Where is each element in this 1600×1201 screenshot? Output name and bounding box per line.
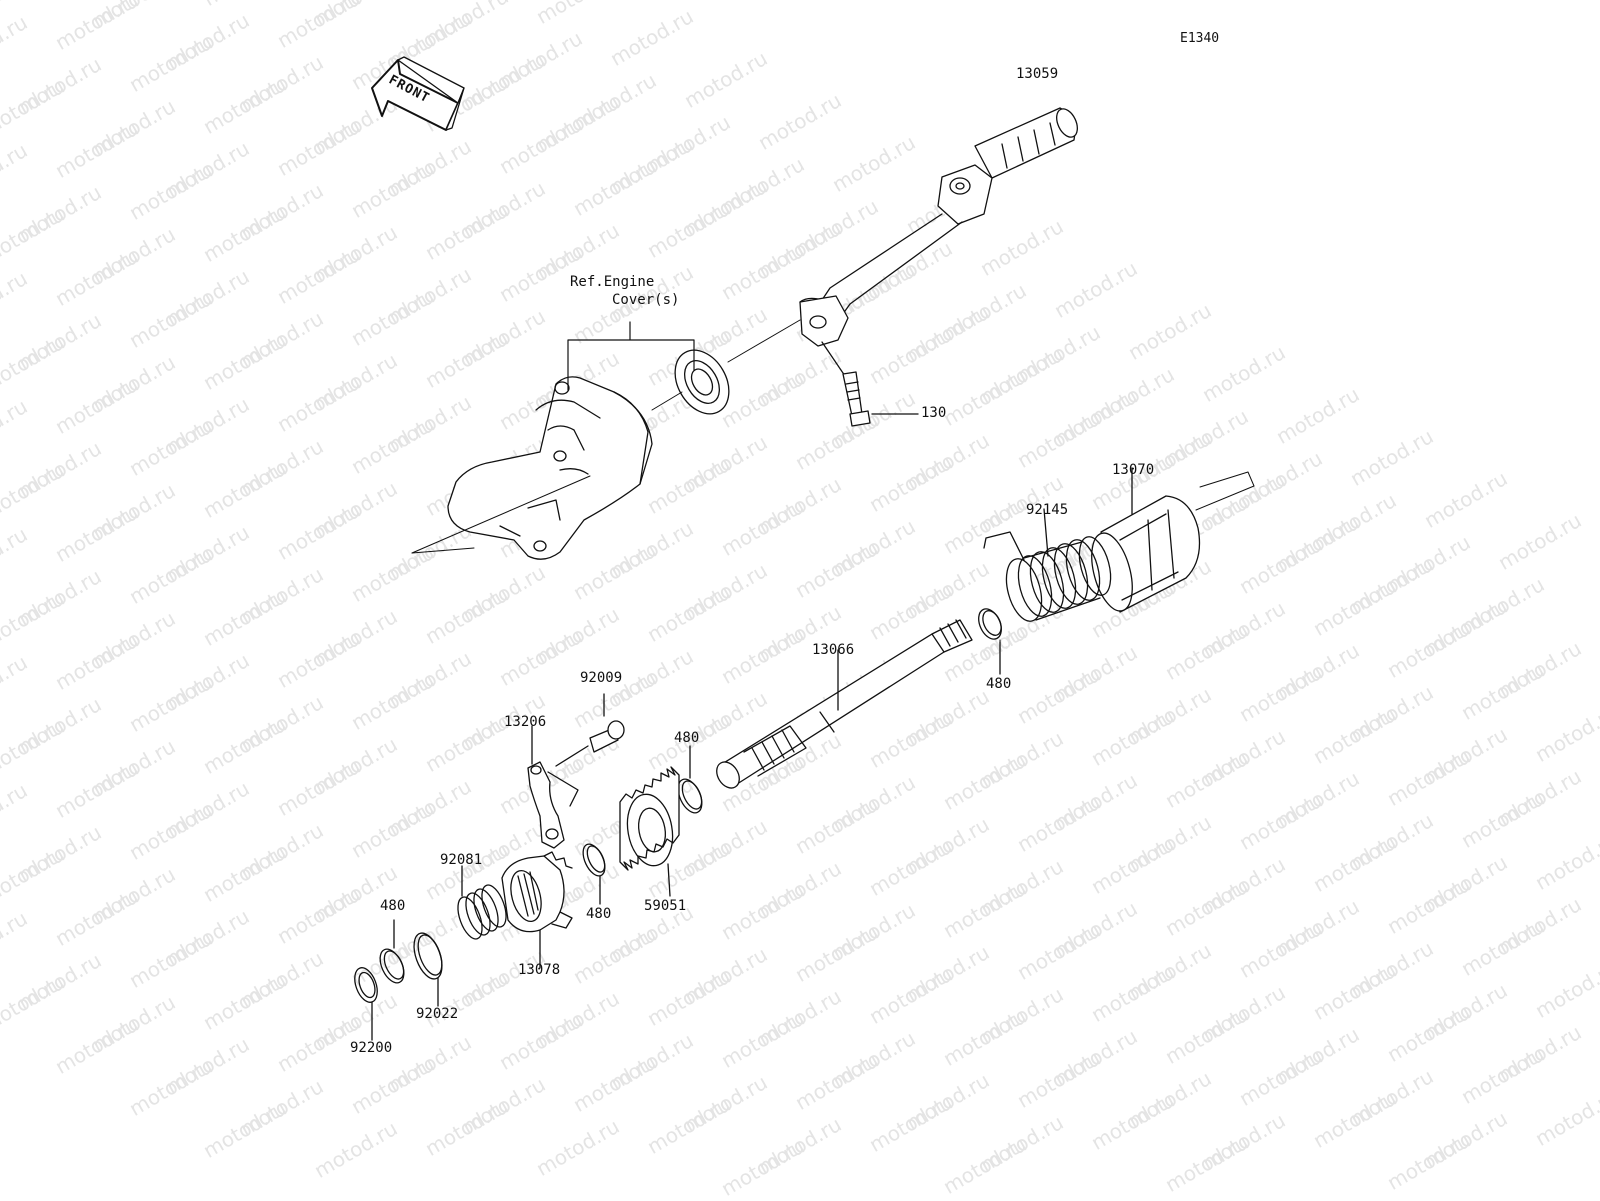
washer-end-part (354, 967, 378, 1041)
bolt-part (821, 341, 919, 427)
callout-480-end: 480 (380, 898, 406, 914)
callout-92145: 92145 (1026, 502, 1069, 518)
front-arrow-icon (371, 56, 465, 131)
callout-13078: 13078 (518, 962, 561, 978)
oil-seal-part (674, 349, 730, 415)
kick-pedal-part (799, 107, 1078, 347)
callout-59051: 59051 (644, 898, 687, 914)
ref-engine-label: Ref.Engine (570, 274, 655, 290)
kick-shaft-part (716, 619, 973, 789)
callout-92022: 92022 (416, 1006, 459, 1022)
callout-92200: 92200 (350, 1040, 393, 1056)
callout-480-lower: 480 (586, 906, 612, 922)
callout-92081: 92081 (440, 852, 483, 868)
guide-part (1091, 467, 1255, 613)
ratchet-plate-part (527, 725, 579, 849)
diagram-code: E1340 (1180, 31, 1220, 46)
washer-inner-part (413, 932, 443, 1007)
ratchet-part (501, 851, 573, 969)
callout-480-upper: 480 (986, 676, 1012, 692)
circlip-mid-part (677, 745, 703, 814)
engine-cover-part (447, 376, 653, 560)
callout-13206: 13206 (504, 714, 547, 730)
callout-13066: 13066 (812, 642, 855, 658)
callout-13059: 13059 (1016, 66, 1059, 82)
circlip-end-part (379, 919, 405, 984)
small-bolt-part (555, 693, 625, 767)
circlip-lower-part (582, 843, 606, 905)
callout-13070: 13070 (1112, 462, 1155, 478)
small-spring-part (457, 865, 507, 940)
torsion-spring-part (983, 508, 1112, 622)
callout-130: 130 (921, 405, 947, 421)
callout-480-gear: 480 (674, 730, 700, 746)
ref-cover-label: Cover(s) (612, 292, 680, 308)
kick-gear-part (619, 766, 680, 897)
callout-92009: 92009 (580, 670, 623, 686)
circlip-upper-part (978, 608, 1002, 675)
